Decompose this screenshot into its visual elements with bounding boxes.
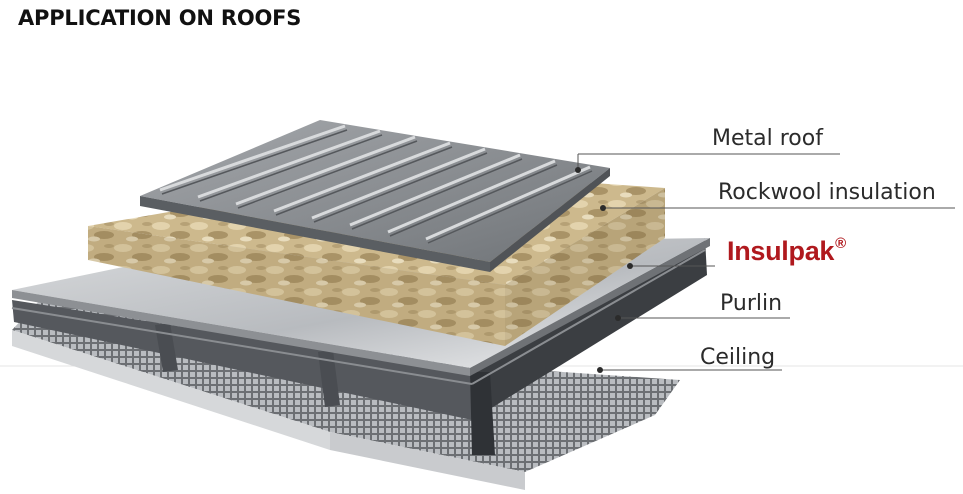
label-metal-roof: Metal roof — [712, 126, 823, 151]
label-insulpak-text: Insulpak — [727, 236, 835, 266]
label-ceiling: Ceiling — [700, 345, 776, 370]
label-rockwool-insulation: Rockwool insulation — [718, 180, 936, 205]
marker-metal-roof — [575, 167, 581, 173]
leader-lines — [575, 153, 955, 373]
page-title: APPLICATION ON ROOFS — [18, 6, 302, 30]
metal-roof-sheet — [140, 120, 610, 272]
registered-mark: ® — [835, 235, 846, 252]
marker-purlin — [615, 315, 621, 321]
label-insulpak: Insulpak® — [727, 236, 846, 265]
label-purlin: Purlin — [720, 291, 783, 316]
marker-insulpak — [627, 263, 633, 269]
marker-rockwool — [600, 205, 606, 211]
marker-ceiling — [597, 367, 603, 373]
purlin-frame — [11, 238, 707, 455]
